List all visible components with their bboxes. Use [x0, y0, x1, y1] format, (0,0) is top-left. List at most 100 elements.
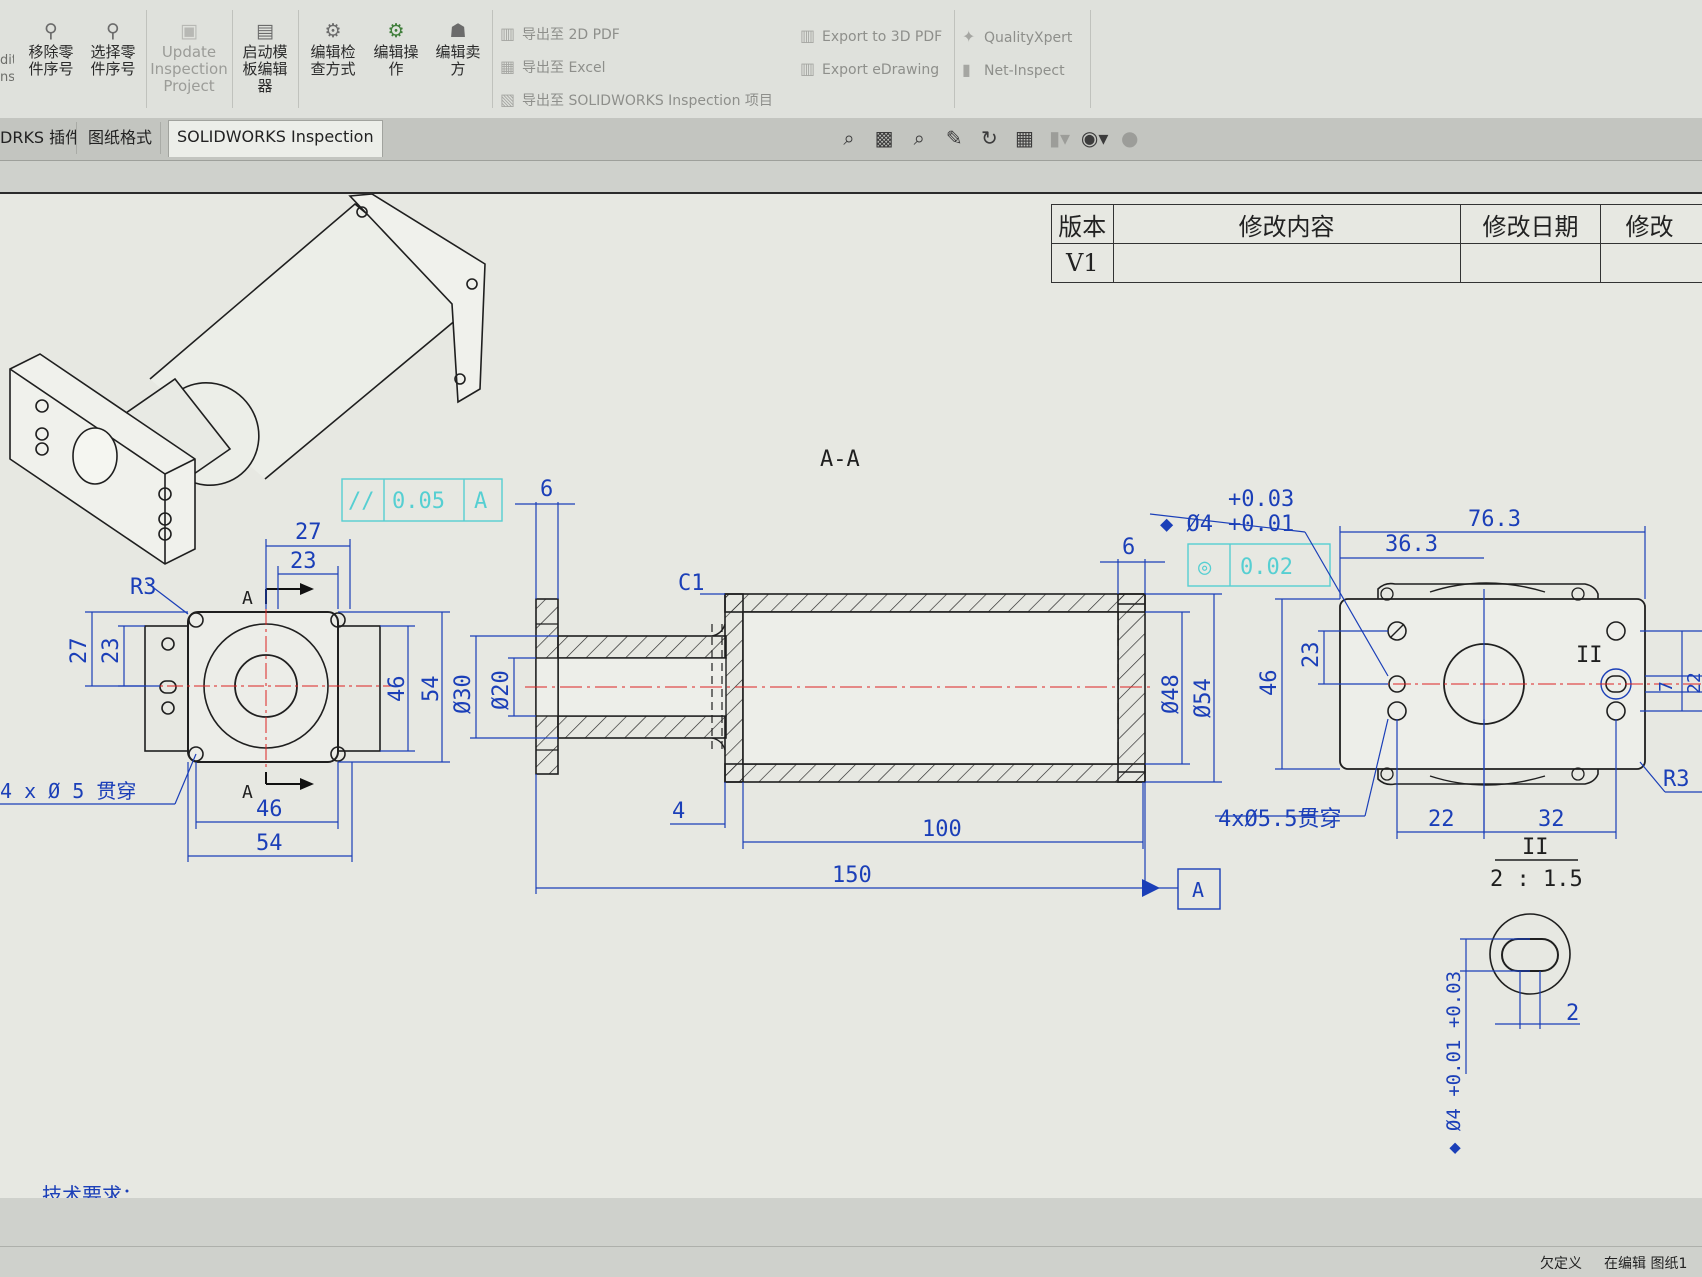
tab-sheet-format[interactable]: 图纸格式 [80, 122, 161, 154]
detail-scale: 2 : 1.5 [1490, 867, 1583, 892]
side-view [1150, 514, 1702, 1074]
dim-27-left: 27 [67, 638, 92, 665]
button-label: 查方式 [302, 61, 364, 78]
dim-dia54: Ø54 [1191, 678, 1216, 718]
view-settings-icon[interactable]: ▦ [1009, 124, 1039, 152]
edrawing-icon: ▥ [800, 59, 822, 78]
button-label: Export eDrawing [822, 62, 939, 78]
truncated-label: dit [0, 52, 14, 69]
rev-cell-content [1113, 244, 1460, 283]
dim-32-bottom: 32 [1538, 807, 1565, 832]
revision-table: 版本 修改内容 修改日期 修改 V1 [1051, 204, 1702, 283]
status-editing-sheet: 在编辑 图纸1 [1604, 1253, 1687, 1273]
datum-a: A [1192, 878, 1204, 902]
tab-label: 图纸格式 [88, 128, 152, 147]
r3-side-label: R3 [1663, 767, 1690, 792]
detail-title: II [1522, 835, 1549, 860]
dim-46-side: 46 [1257, 670, 1282, 697]
ribbon-separator [954, 10, 955, 108]
rev-header-date: 修改日期 [1460, 205, 1601, 244]
rev-header-modifier: 修改 [1601, 205, 1702, 244]
remove-balloon-button[interactable]: ⚲ 移除零 件序号 [22, 20, 80, 78]
net-inspect-icon: ▮ [962, 60, 984, 79]
button-label: 编辑卖 [428, 44, 488, 61]
export-inspection-project-button[interactable]: ▧导出至 SOLIDWORKS Inspection 项目 [500, 90, 773, 110]
gdt-concentric-symbol: ◎ [1198, 555, 1212, 580]
export-3d-pdf-button[interactable]: ▥Export to 3D PDF [800, 26, 942, 45]
section-title: A-A [820, 447, 860, 472]
edit-vendor-button[interactable]: ☗ 编辑卖 方 [428, 20, 488, 78]
section-arrow-bottom: A [242, 782, 253, 803]
command-ribbon: dit ns ⚲ 移除零 件序号 ⚲ 选择零 件序号 ▣ Update Insp… [0, 0, 1702, 121]
rev-header-content: 修改内容 [1113, 205, 1460, 244]
dim-54-right: 54 [419, 676, 444, 703]
gdt-concentric-tolerance: 0.02 [1240, 555, 1293, 580]
button-label: Net-Inspect [984, 63, 1065, 79]
export-excel-button[interactable]: ▦导出至 Excel [500, 57, 606, 77]
ribbon-separator [232, 10, 233, 108]
status-bar: 欠定义 在编辑 图纸1 [0, 1246, 1702, 1277]
edit-operation-button[interactable]: ⚙ 编辑操 作 [366, 20, 426, 78]
button-label: 器 [236, 78, 294, 95]
zoom-to-fit-icon[interactable]: ⌕ [834, 124, 864, 152]
detail-pin-tolerance: ◆ Ø4 +0.01 +0.03 [1443, 971, 1465, 1154]
dim-22-side: 22 [1684, 672, 1702, 694]
select-balloon-icon: ⚲ [102, 20, 124, 42]
pin-hole-lower: +0.01 [1228, 512, 1294, 537]
tab-label: SOLIDWORKS Inspection [177, 127, 374, 146]
vendor-icon: ☗ [447, 20, 469, 42]
button-label: QualityXpert [984, 30, 1072, 46]
inspection-method-icon: ⚙ [322, 20, 344, 42]
launch-template-editor-button[interactable]: ▤ 启动模 板编辑 器 [236, 20, 294, 95]
select-balloon-button[interactable]: ⚲ 选择零 件序号 [84, 20, 142, 78]
display-style-icon[interactable]: ▮▾ [1045, 124, 1075, 152]
heads-up-view-toolbar: ⌕ ▩ ⌕ ✎ ↻ ▦ ▮▾ ◉▾ ● [834, 124, 1145, 154]
pin-hole-upper: +0.03 [1228, 487, 1294, 512]
button-label: 导出至 2D PDF [522, 27, 620, 43]
table-row: V1 [1052, 244, 1702, 283]
dim-76-3: 76.3 [1468, 507, 1521, 532]
export-2d-pdf-button[interactable]: ▥导出至 2D PDF [500, 24, 620, 44]
tab-solidworks-inspection[interactable]: SOLIDWORKS Inspection [168, 120, 383, 157]
update-project-icon: ▣ [178, 20, 200, 42]
button-label: 移除零 [22, 44, 80, 61]
export-edrawing-button[interactable]: ▥Export eDrawing [800, 59, 939, 78]
hide-show-icon[interactable]: ◉▾ [1080, 124, 1110, 152]
dim-4: 4 [672, 799, 685, 824]
dim-150: 150 [832, 863, 872, 888]
button-label: 板编辑 [236, 61, 294, 78]
tab-addins[interactable]: DRKS 插件 [0, 122, 77, 154]
update-inspection-project-button[interactable]: ▣ Update Inspection Project [150, 20, 228, 95]
dim-22-bottom: 22 [1428, 807, 1455, 832]
net-inspect-button[interactable]: ▮Net-Inspect [962, 60, 1065, 79]
button-label: Inspection [150, 61, 228, 78]
rev-header-version: 版本 [1052, 205, 1114, 244]
edit-inspection-method-button[interactable]: ⚙ 编辑检 查方式 [302, 20, 364, 78]
truncated-label: ns [0, 69, 14, 86]
ribbon-separator [1090, 10, 1091, 108]
appearance-icon[interactable]: ● [1115, 124, 1145, 152]
tech-requirements: 技术要求： [42, 1183, 142, 1198]
status-underdefined: 欠定义 [1540, 1253, 1582, 1273]
chamfer-c1: C1 [678, 571, 705, 596]
button-label: 件序号 [84, 61, 142, 78]
drawing-canvas[interactable]: A-A A A R3 27 23 27 23 46 54 46 54 4 x Ø… [0, 194, 1702, 1198]
zoom-to-area-icon[interactable]: ▩ [869, 124, 899, 152]
revision-header-row: 版本 修改内容 修改日期 修改 [1052, 205, 1702, 244]
select-icon[interactable]: ✎ [939, 124, 969, 152]
rev-cell-date [1460, 244, 1601, 283]
qualityxpert-button[interactable]: ✦QualityXpert [962, 27, 1072, 46]
operation-icon: ⚙ [385, 20, 407, 42]
zoom-in-out-icon[interactable]: ⌕ [904, 124, 934, 152]
pdf-icon: ▥ [500, 24, 522, 43]
r3-label: R3 [130, 575, 157, 600]
gdt-parallel-tolerance: 0.05 [392, 489, 445, 514]
dim-6-end: 6 [1122, 535, 1135, 560]
gdt-parallel-datum: A [474, 489, 487, 514]
drawing-sheet[interactable]: A-A A A R3 27 23 27 23 46 54 46 54 4 x Ø… [0, 192, 1702, 1198]
redraw-icon[interactable]: ↻ [974, 124, 1004, 152]
holes-note-front: 4 x Ø 5 贯穿 [0, 779, 136, 803]
button-label: 导出至 SOLIDWORKS Inspection 项目 [522, 93, 773, 109]
tab-label: DRKS 插件 [0, 128, 77, 147]
truncated-button[interactable]: dit ns [0, 52, 14, 86]
